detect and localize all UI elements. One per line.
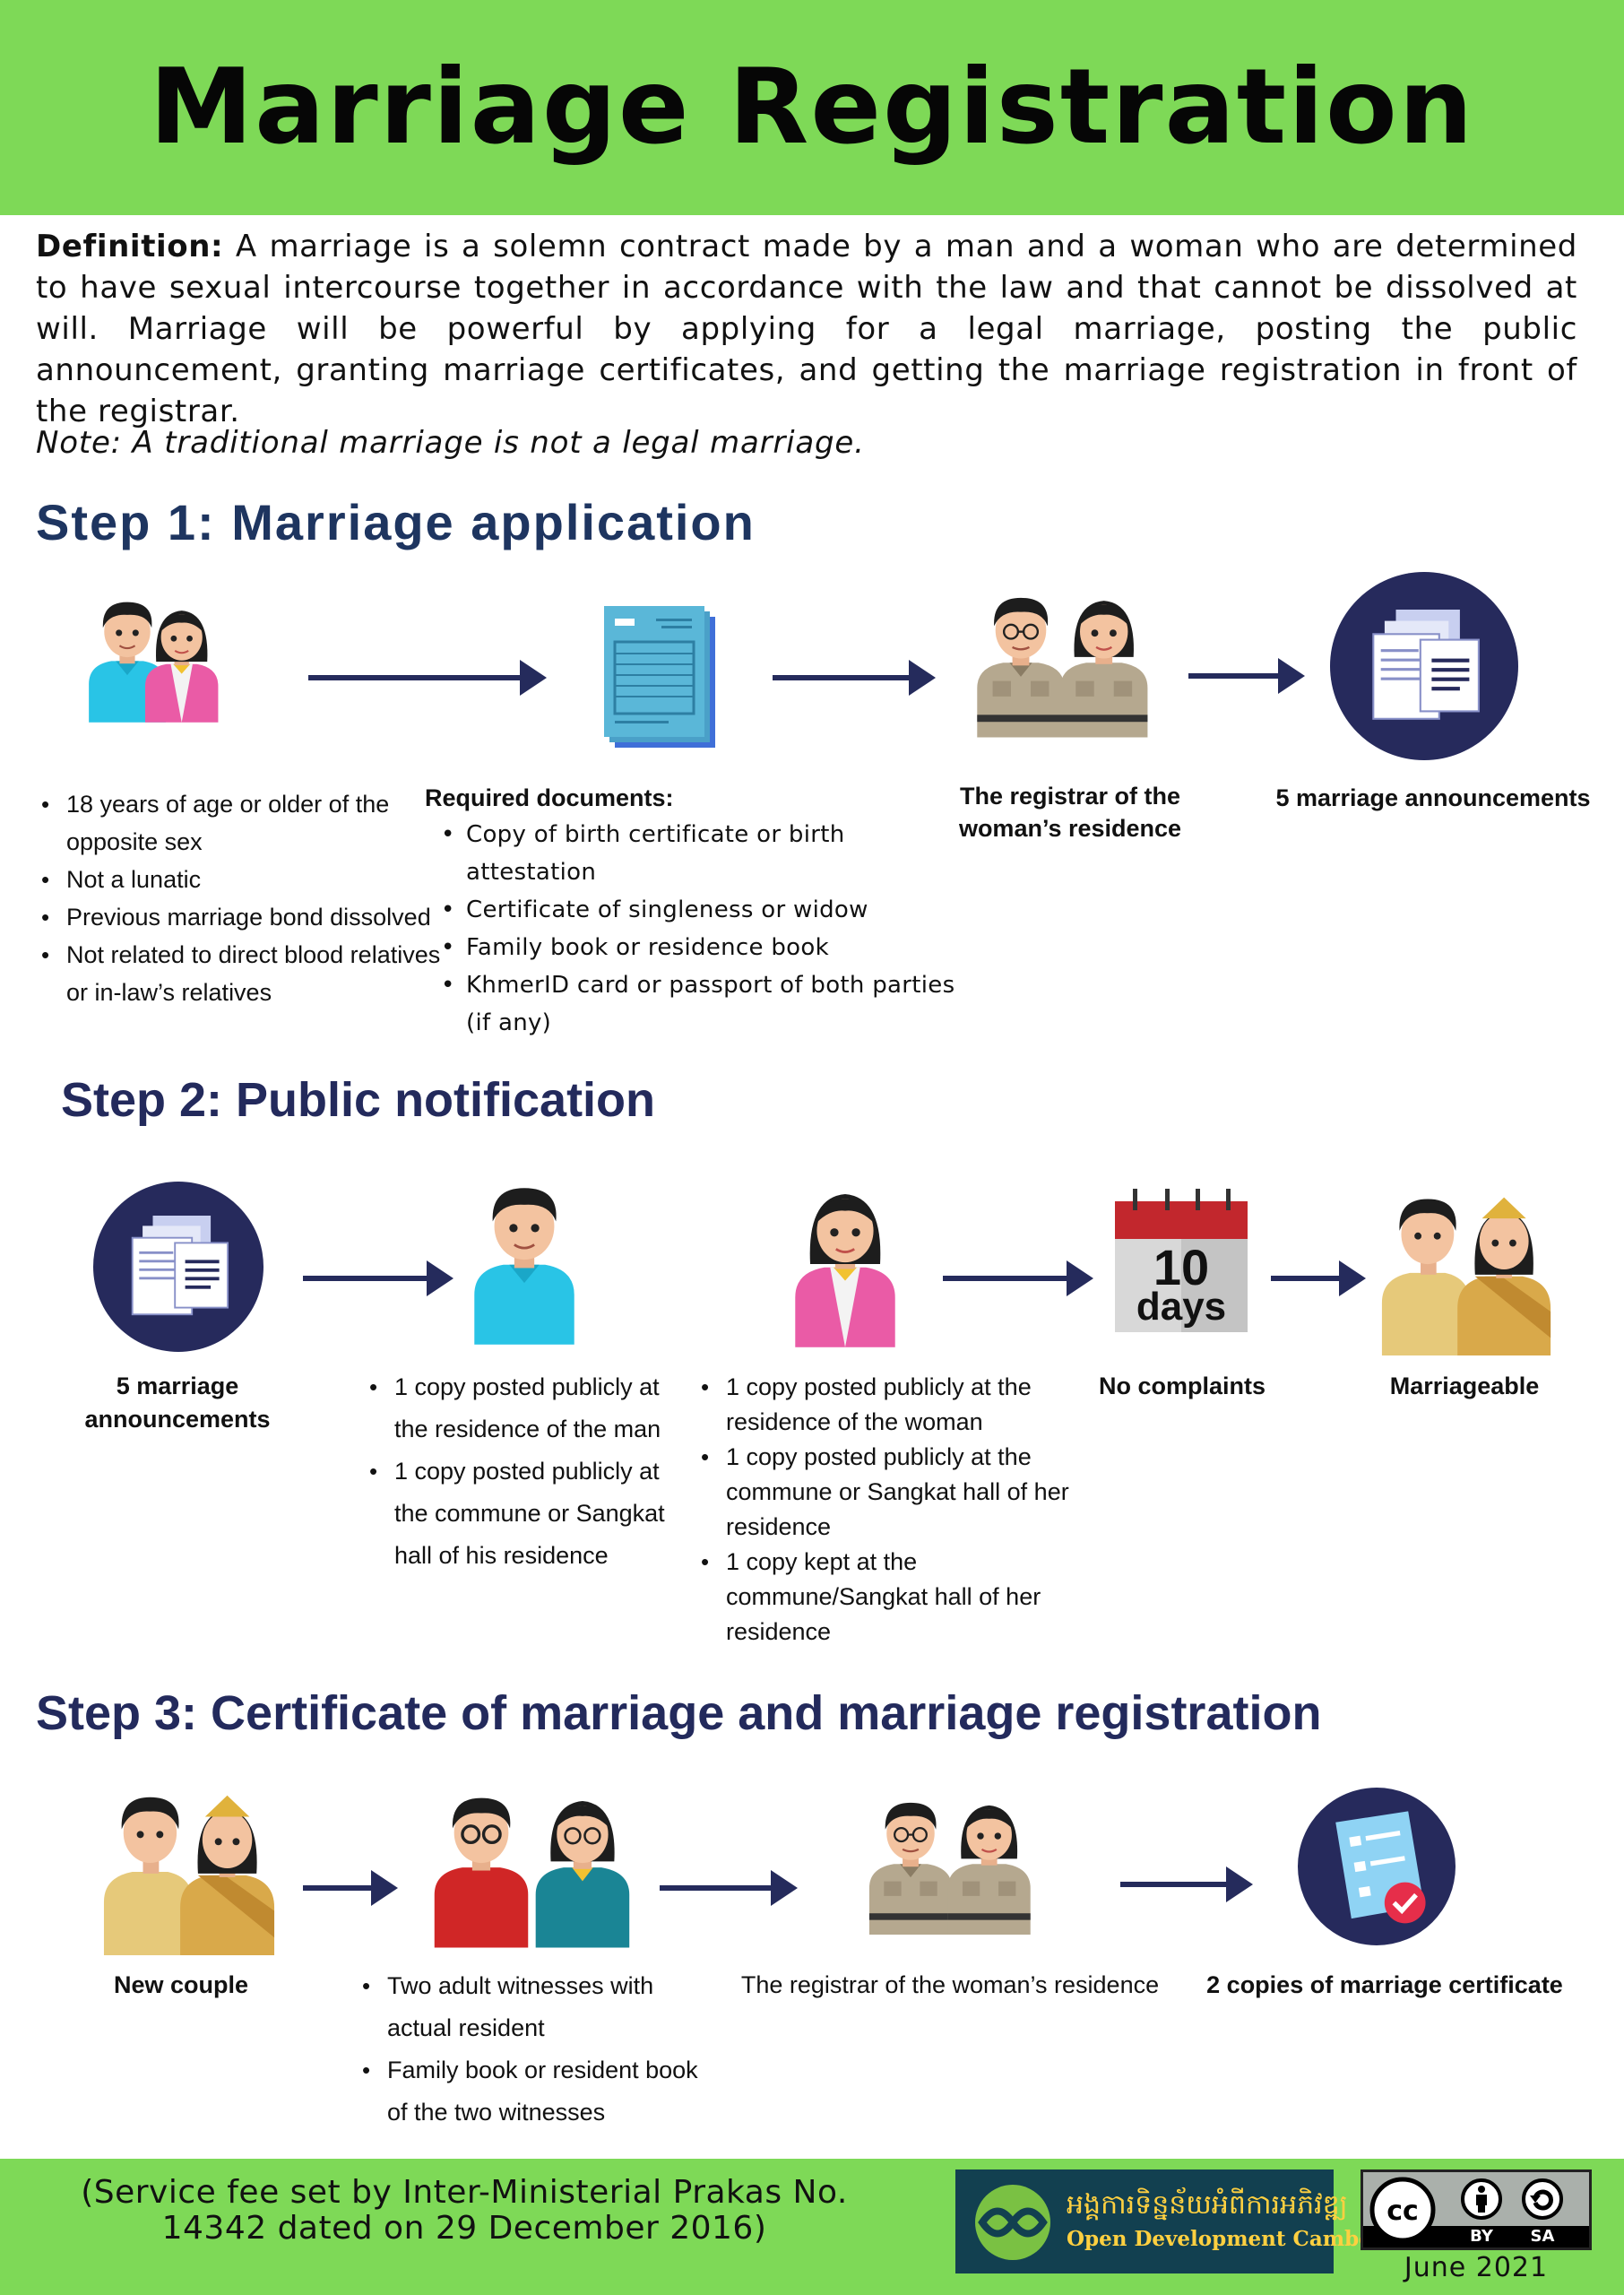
step2-arrow-2 (943, 1260, 1093, 1296)
definition-label: Definition: (36, 229, 224, 264)
calendar-icon: 10 days (1115, 1189, 1248, 1345)
license-by-label: BY (1470, 2227, 1493, 2246)
step3-registrar-label: The registrar of the woman’s residence (740, 1971, 1160, 1998)
license-sa-label: SA (1530, 2227, 1555, 2246)
cc-license-badge: cc BY SA (1361, 2169, 1592, 2250)
odc-emblem-icon (975, 2185, 1050, 2260)
certificate-icon (1298, 1788, 1456, 1945)
step1-arrow-1 (308, 660, 547, 696)
document-stack-icon (604, 606, 715, 748)
step3-arrow-2 (660, 1870, 798, 1906)
list-item: Not related to direct blood relatives or… (36, 936, 448, 1011)
announcements-icon (1330, 572, 1518, 760)
list-item: Family book or residence book (436, 929, 955, 966)
list-item: KhmerID card or passport of both parties… (436, 966, 955, 1042)
publication-date: June 2021 (1404, 2252, 1549, 2283)
traditional-couple-illustration (1381, 1197, 1551, 1355)
announcements-icon (93, 1182, 263, 1352)
marriageable-label: Marriageable (1389, 1373, 1540, 1399)
calendar-number: 10 (1153, 1239, 1210, 1295)
man-posting-list: 1 copy posted publicly at the residence … (364, 1366, 669, 1577)
registrar-officers-illustration (976, 596, 1149, 738)
list-item: 1 copy posted publicly at the residence … (364, 1366, 669, 1451)
list-item: Certificate of singleness or widow (436, 891, 955, 929)
step2-title: Step 2: Public notification (61, 1073, 656, 1127)
step2-announcements-label: 5 marriage announcements (84, 1373, 271, 1433)
odc-khmer-name: អង្គការទិន្នន័យអំពីការអភិវឌ្ឍ (1067, 2189, 1348, 2221)
list-item: 1 copy kept at the commune/Sangkat hall … (695, 1545, 1072, 1650)
no-complaints-label: No complaints (1098, 1373, 1266, 1399)
definition-paragraph: Definition: A marriage is a solemn contr… (36, 226, 1577, 432)
list-item: 1 copy posted publicly at the commune or… (695, 1440, 1072, 1545)
step1-announcements-label: 5 marriage announcements (1275, 784, 1591, 811)
certificate-copies-label: 2 copies of marriage certificate (1206, 1971, 1563, 1998)
step1-arrow-3 (1188, 658, 1305, 694)
list-item: 1 copy posted publicly at the commune or… (364, 1451, 669, 1577)
header-banner: Marriage Registration (0, 0, 1624, 215)
footer-banner (0, 2159, 1624, 2295)
step1-arrow-2 (773, 660, 936, 696)
list-item: Family book or resident book of the two … (357, 2049, 715, 2134)
step3-arrow-1 (303, 1870, 398, 1906)
list-item: Copy of birth certificate or birth attes… (436, 816, 955, 891)
list-item: Previous marriage bond dissolved (36, 898, 448, 936)
witnesses-illustration (434, 1797, 630, 1948)
list-item: 1 copy posted publicly at the residence … (695, 1370, 1072, 1440)
new-couple-illustration (103, 1795, 275, 1955)
required-documents-heading: Required documents: (425, 784, 674, 811)
witness-requirements-list: Two adult witnesses with actual resident… (357, 1965, 715, 2134)
required-documents-list: Copy of birth certificate or birth attes… (436, 816, 955, 1042)
list-item: 18 years of age or older of the opposite… (36, 785, 448, 861)
man-illustration (472, 1186, 576, 1345)
step2-arrow-1 (303, 1260, 454, 1296)
step1-title: Step 1: Marriage application (36, 494, 756, 550)
step3-title: Step 3: Certificate of marriage and marr… (36, 1686, 1322, 1740)
service-fee-note: (Service fee set by Inter-Ministerial Pr… (81, 2174, 848, 2247)
share-alike-icon (1522, 2178, 1563, 2220)
woman-posting-list: 1 copy posted publicly at the residence … (695, 1370, 1072, 1650)
odc-logo: អង្គការទិន្នន័យអំពីការអភិវឌ្ឍ Open Devel… (955, 2169, 1408, 2273)
odc-english-name: Open Development Cambodia (1067, 2227, 1409, 2251)
step2-arrow-3 (1271, 1260, 1366, 1296)
new-couple-label: New couple (113, 1971, 249, 1998)
page-title: Marriage Registration (149, 47, 1475, 168)
step3-arrow-3 (1120, 1866, 1253, 1902)
list-item: Two adult witnesses with actual resident (357, 1965, 715, 2049)
woman-illustration (793, 1192, 897, 1347)
list-item: Not a lunatic (36, 861, 448, 898)
step1-conditions-list: 18 years of age or older of the opposite… (36, 785, 448, 1011)
definition-note: Note: A traditional marriage is not a le… (36, 425, 865, 461)
step1-registrar-label: The registrar of the woman’s residence (958, 783, 1182, 842)
registrar-officers-illustration (868, 1801, 1032, 1935)
couple-illustration (88, 601, 220, 723)
cc-icon: cc (1369, 2177, 1436, 2243)
attribution-icon (1461, 2178, 1502, 2220)
calendar-unit: days (1136, 1285, 1227, 1329)
definition-text: A marriage is a solemn contract made by … (36, 229, 1577, 429)
svg-text:cc: cc (1386, 2195, 1419, 2227)
